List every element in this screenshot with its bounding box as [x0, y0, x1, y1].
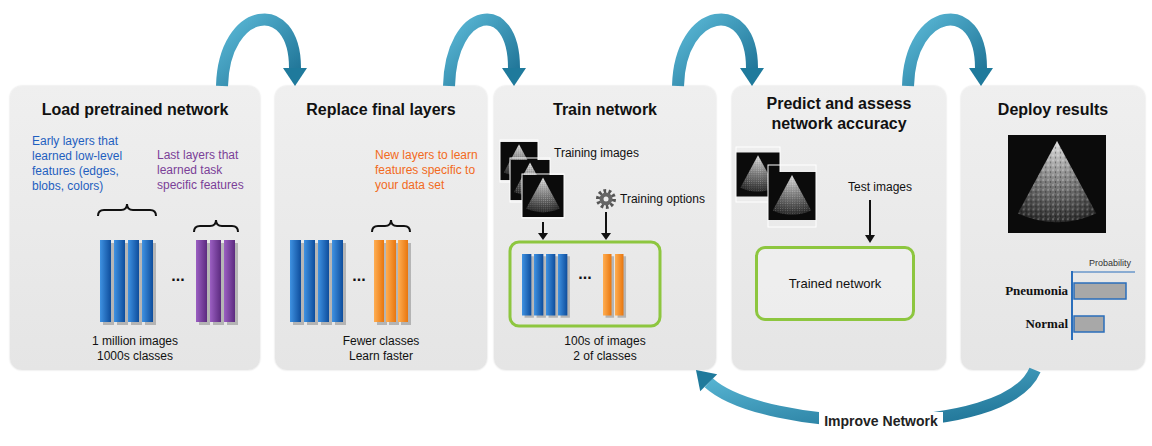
- axis-label: Probability: [1089, 258, 1139, 269]
- arrow-body: [908, 20, 981, 86]
- step-panel: Replace final layersNew layers to learn …: [275, 86, 487, 370]
- arrow-head: [283, 68, 307, 86]
- input-label: Training images: [554, 146, 654, 161]
- data-note: 100s of images 2 of classes: [562, 334, 648, 364]
- box-label: Trained network: [789, 276, 882, 292]
- step-panel: Deploy resultsProbabilityPneumoniaNormal: [961, 86, 1145, 370]
- arrow-head: [696, 370, 717, 391]
- layer-note: Last layers that learned task specific f…: [157, 148, 255, 193]
- step-panel: Trained network Predict and assess networ…: [732, 86, 946, 370]
- arrow-body: [222, 20, 295, 86]
- arrow-body: [449, 20, 514, 86]
- layer-note: Early layers that learned low-level feat…: [32, 134, 152, 194]
- network-box: Trained network: [755, 246, 915, 321]
- arrow-head: [740, 68, 764, 86]
- input-label: Test images: [848, 180, 938, 195]
- layer-note: New layers to learn features specific to…: [375, 148, 480, 193]
- input-label: Training options: [620, 192, 712, 207]
- step-title: Replace final layers: [275, 100, 487, 120]
- data-note: Fewer classes Learn faster: [336, 334, 426, 364]
- flow-arrow: [908, 20, 993, 86]
- class-label: Normal: [966, 316, 1068, 332]
- step-title: Deploy results: [961, 100, 1145, 120]
- edge-label: Improve Network: [819, 412, 943, 431]
- flow-arrow: [678, 20, 764, 86]
- step-panel: Load pretrained networkEarly layers that…: [10, 86, 260, 370]
- flow-arrow: [449, 20, 526, 86]
- ellipsis-mark: ...: [347, 266, 371, 286]
- ellipsis-mark: ...: [166, 266, 190, 286]
- step-panel: Train networkTraining imagesTraining opt…: [494, 86, 716, 370]
- flow-arrow: [222, 20, 307, 86]
- step-title: Load pretrained network: [10, 100, 260, 120]
- step-title: Train network: [494, 100, 716, 120]
- arrow-head: [502, 68, 526, 86]
- arrow-body: [678, 20, 752, 86]
- class-label: Pneumonia: [966, 283, 1068, 299]
- step-title: Predict and assess network accuracy: [739, 94, 939, 134]
- data-note: 1 million images 1000s classes: [85, 334, 185, 364]
- arrow-head: [969, 68, 993, 86]
- ellipsis-mark: ...: [573, 264, 597, 284]
